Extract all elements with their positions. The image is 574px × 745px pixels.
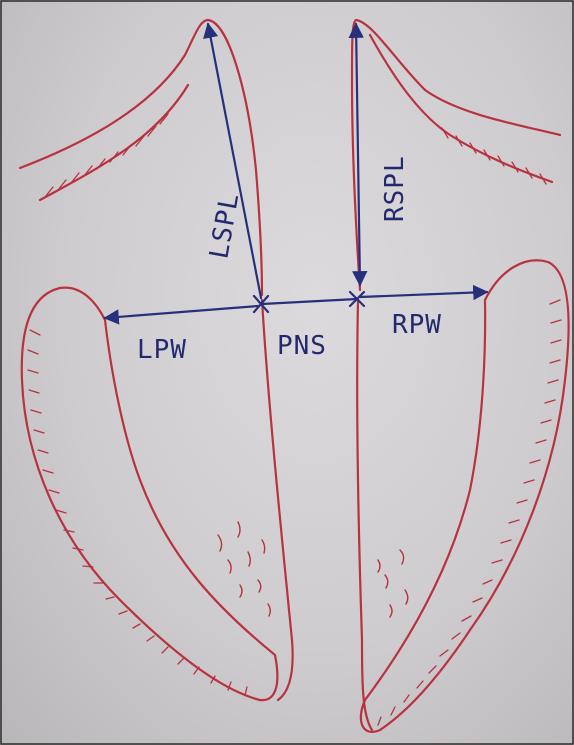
pns-line bbox=[262, 299, 357, 304]
right-rugae-marks bbox=[378, 550, 408, 617]
right-palate-half-outline bbox=[357, 260, 568, 732]
left-palate-half-hatching bbox=[28, 330, 247, 695]
right-soft-palate-hatching bbox=[442, 128, 546, 184]
rspl-label: RSPL bbox=[380, 155, 410, 222]
rpw-arrow bbox=[360, 292, 487, 297]
lspl-label: LSPL bbox=[204, 190, 245, 261]
lpw-label: LPW bbox=[137, 335, 187, 365]
lpw-arrow bbox=[105, 306, 258, 318]
right-soft-palate-outline bbox=[352, 20, 560, 290]
rpw-label: RPW bbox=[392, 310, 442, 340]
left-rugae-marks bbox=[218, 522, 270, 616]
pns-label: PNS bbox=[277, 331, 327, 361]
